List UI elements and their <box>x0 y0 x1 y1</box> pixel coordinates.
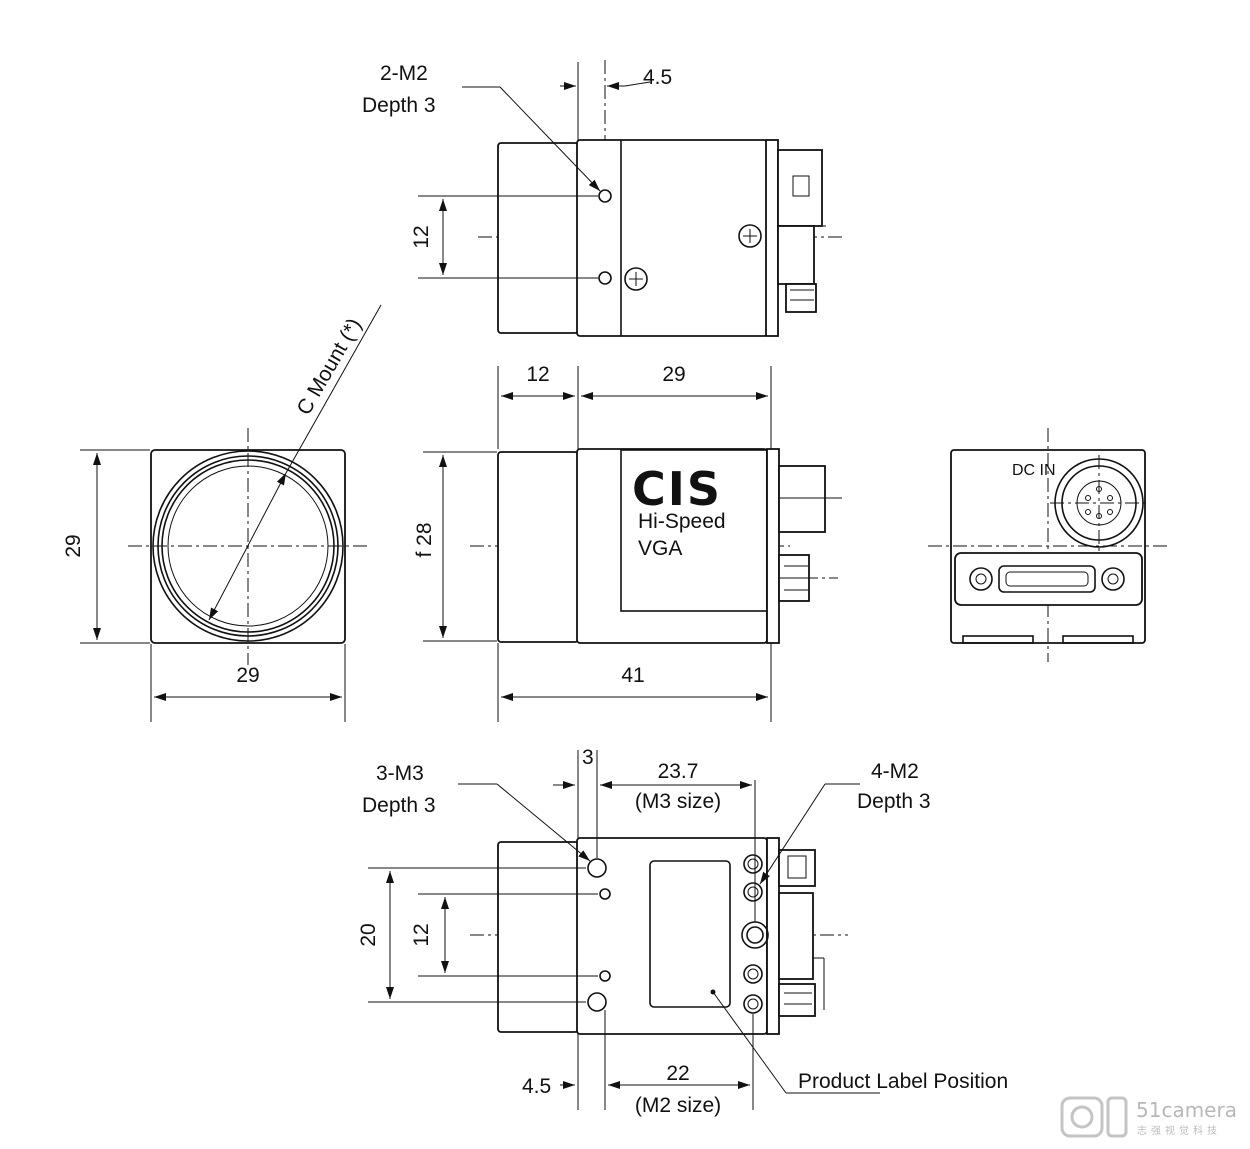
front-view: C Mount (*) 29 29 <box>62 304 382 722</box>
top-hole-label-1: 2-M2 <box>380 62 428 85</box>
bottom-dim-inner: 12 <box>410 923 433 946</box>
side-dim-front: 12 <box>526 363 549 386</box>
top-view: 12 4.5 2-M2 Depth 3 <box>362 60 842 337</box>
side-dim-rear: 29 <box>662 363 685 386</box>
bottom-view: 20 12 3 23.7 (M3 size) 4.5 22 (M2 size) … <box>357 746 1008 1117</box>
label-vga: VGA <box>638 537 682 560</box>
side-dim-length: 41 <box>621 664 644 687</box>
bottom-dim-m3-note: (M3 size) <box>635 790 721 813</box>
rear-view: DC IN <box>928 428 1168 662</box>
c-mount-label: C Mount (*) <box>293 315 367 419</box>
bottom-dim-m3-value: 23.7 <box>658 760 699 783</box>
front-dim-height: 29 <box>62 534 85 557</box>
bottom-dim-m2-note: (M2 size) <box>635 1094 721 1117</box>
m3-label-2: Depth 3 <box>362 794 436 817</box>
front-dim-width: 29 <box>236 664 259 687</box>
dc-in-label: DC IN <box>1012 462 1056 479</box>
m3-label-1: 3-M3 <box>376 762 424 785</box>
cis-logo: CIS <box>632 462 722 516</box>
watermark-brand: 51camera <box>1136 1098 1237 1122</box>
side-dim-height: f 28 <box>413 522 436 557</box>
bottom-dim-m2-value: 22 <box>666 1062 689 1085</box>
bottom-dim-offset-bottom: 4.5 <box>522 1075 551 1098</box>
label-hi-speed: Hi-Speed <box>638 510 726 533</box>
top-dim-offset: 4.5 <box>643 66 672 89</box>
m2-label-1: 4-M2 <box>871 760 919 783</box>
side-view: CIS Hi-Speed VGA 12 29 f 28 41 <box>413 363 842 722</box>
bottom-dim-offset-top: 3 <box>582 746 594 769</box>
top-hole-label-2: Depth 3 <box>362 94 436 117</box>
m2-label-2: Depth 3 <box>857 790 931 813</box>
bottom-dim-outer: 20 <box>357 923 380 946</box>
watermark-tagline: 志强视觉科技 <box>1137 1124 1221 1137</box>
watermark: 51camera 志强视觉科技 <box>1060 1096 1237 1138</box>
product-label-position: Product Label Position <box>798 1070 1008 1093</box>
top-dim-pitch: 12 <box>410 225 433 248</box>
